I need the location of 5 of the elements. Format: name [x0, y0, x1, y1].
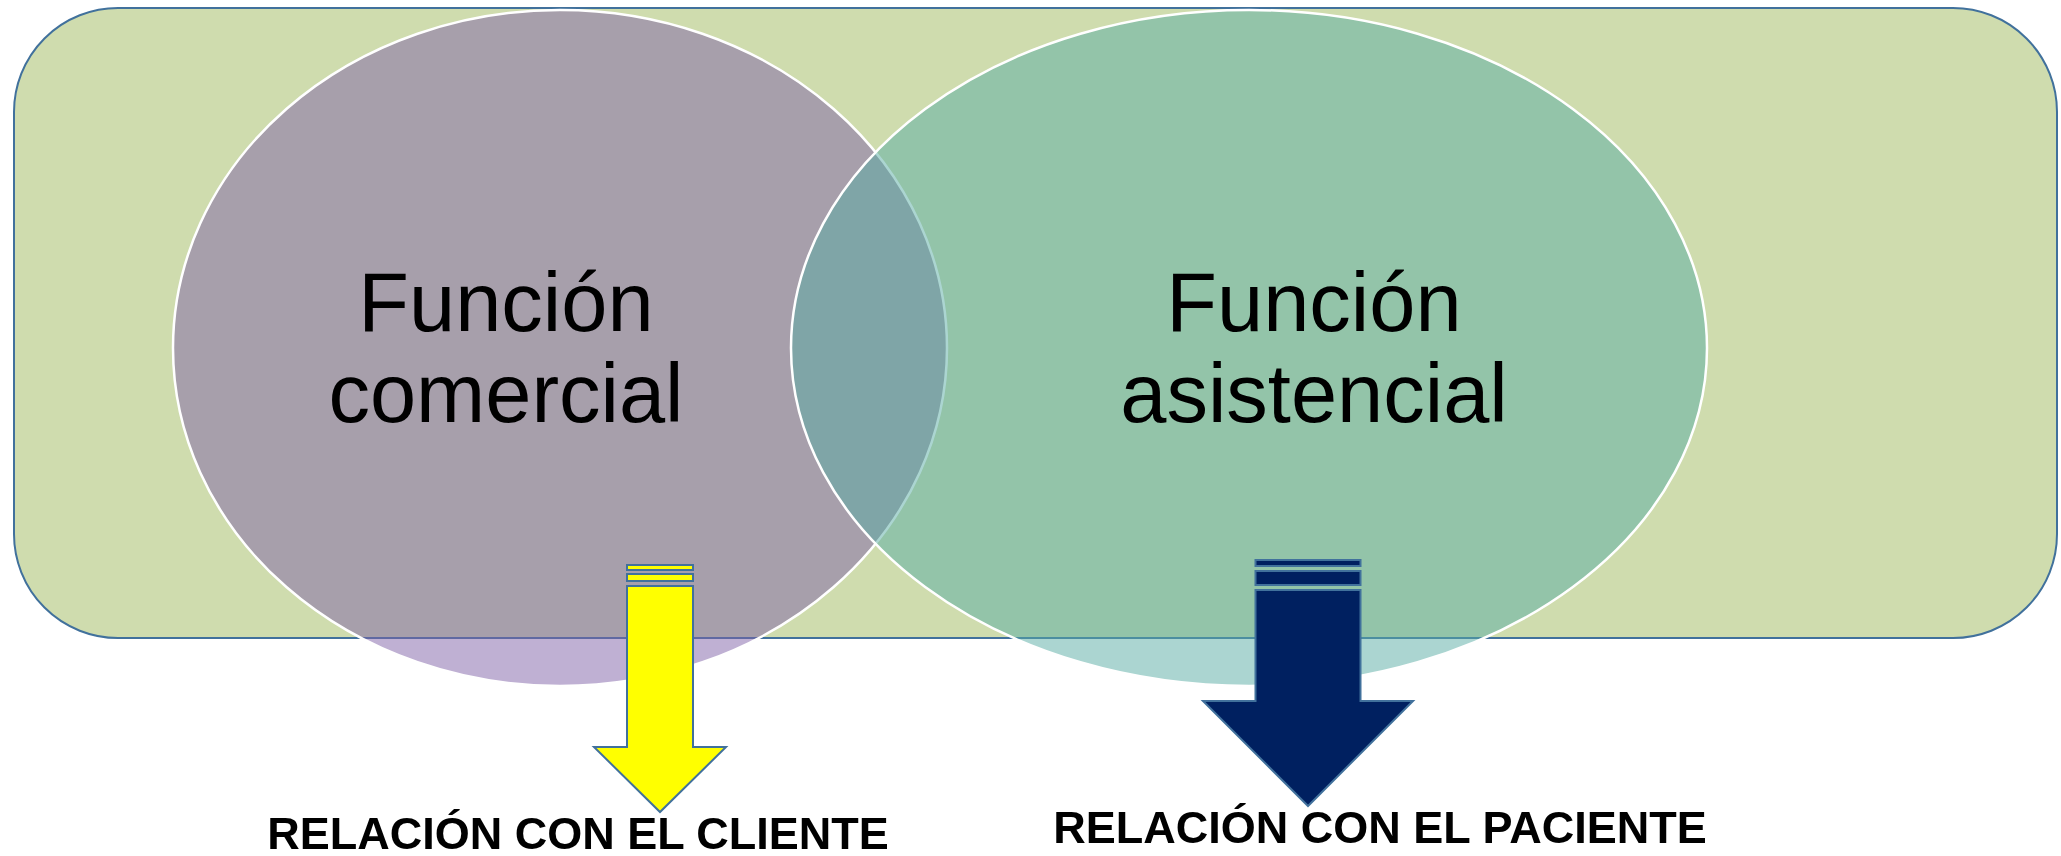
block-arrow [591, 564, 729, 814]
block-arrow [1200, 559, 1416, 808]
function-label: Función asistencial [1119, 256, 1509, 440]
background-panel [13, 7, 2058, 639]
function-label: Función comercial [327, 256, 685, 440]
